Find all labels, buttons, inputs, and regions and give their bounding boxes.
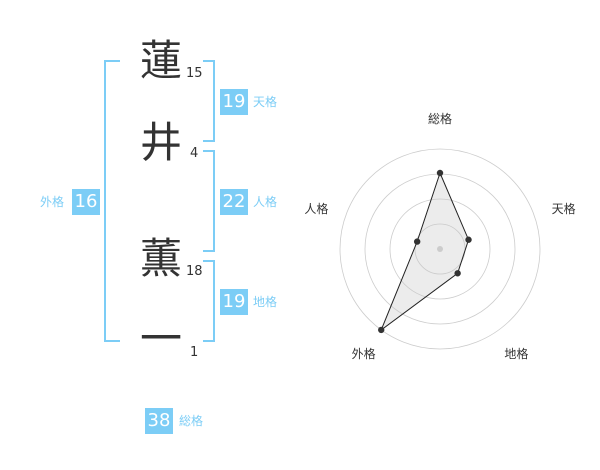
- tenkaku-bracket: [203, 60, 215, 142]
- radar-ring-4: [339, 148, 541, 350]
- chikaku-label: 地格: [253, 295, 278, 309]
- tenkaku-value: 19: [220, 89, 248, 115]
- radar-center-dot: [437, 246, 443, 252]
- gaikaku-value: 16: [72, 189, 100, 215]
- radar-axis-label-4: 人格: [304, 201, 328, 216]
- jinkaku-label: 人格: [253, 195, 278, 209]
- name-char-3: 薫: [140, 234, 183, 283]
- name-char-4: 一: [140, 314, 183, 363]
- gaikaku-label: 外格: [40, 195, 65, 209]
- name-char-1: 蓮: [140, 36, 183, 85]
- jinkaku-bracket: [203, 150, 215, 252]
- radar-point-4: [413, 238, 421, 245]
- tenkaku-label: 天格: [253, 95, 278, 109]
- stroke-count-4: 1: [190, 345, 199, 360]
- radar-ring-2: [389, 198, 491, 300]
- radar-point-2: [454, 270, 461, 277]
- gaikaku-bracket: [104, 60, 120, 342]
- stroke-count-2: 4: [190, 146, 199, 161]
- radar-axis-label-3: 外格: [352, 346, 376, 361]
- radar-axis-label-2: 地格: [504, 346, 528, 361]
- stroke-count-1: 15: [186, 66, 203, 81]
- jinkaku-value: 22: [220, 189, 248, 215]
- radar-point-3: [378, 326, 385, 334]
- radar-points: [378, 169, 472, 334]
- soukaku-label: 総格: [179, 414, 204, 428]
- soukaku-value: 38: [145, 408, 173, 434]
- chikaku-value: 19: [220, 289, 248, 315]
- radar-point-0: [436, 169, 444, 177]
- radar-axis-label-1: 天格: [552, 201, 576, 216]
- chikaku-bracket: [203, 260, 215, 342]
- name-char-2: 井: [140, 118, 183, 167]
- radar-point-1: [465, 236, 472, 243]
- stroke-count-3: 18: [186, 264, 203, 279]
- radar-series-area: [380, 171, 470, 332]
- radar-axis-label-0: 総格: [428, 111, 452, 126]
